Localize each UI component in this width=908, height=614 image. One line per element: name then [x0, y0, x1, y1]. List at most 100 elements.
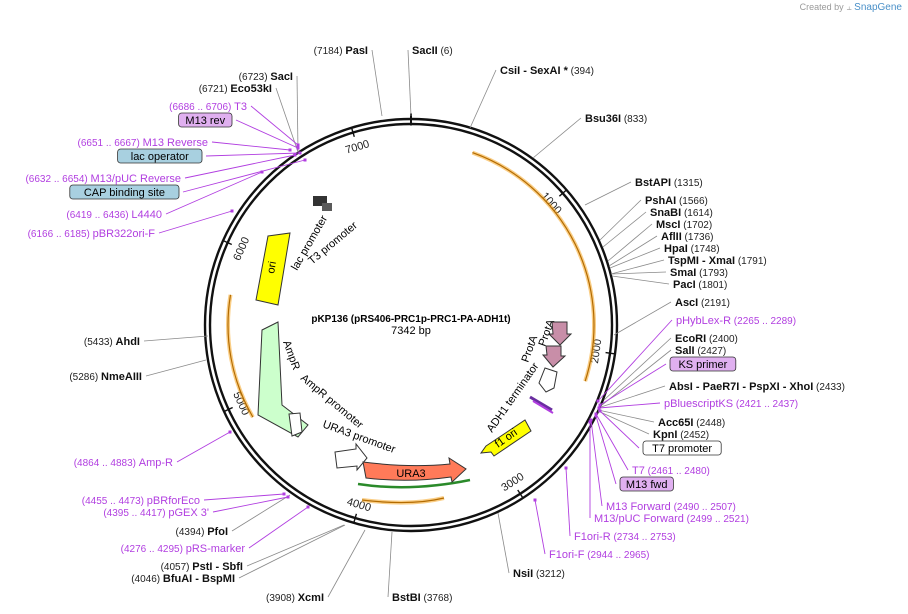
primer-mark [588, 420, 592, 424]
site-name: HpaI [664, 243, 688, 255]
site-position: (6721) [199, 84, 231, 95]
primer-leader [597, 319, 673, 402]
primer-m13-forward: M13 Forward (2490 .. 2507) [606, 501, 736, 513]
site-ahdi: (5433) AhdI [84, 336, 140, 348]
site-position: (6723) [239, 72, 271, 83]
primer-label: (6632 .. 6654) M13/pUC Reverse [25, 173, 181, 185]
site-leader [609, 247, 661, 269]
site-position: (5286) [69, 372, 101, 383]
site-label: CsiI - SexAI * (394) [500, 65, 594, 77]
site-leader [371, 49, 383, 117]
site-position: (2448) [693, 418, 725, 429]
site-nmeaiii: (5286) NmeAIII [69, 371, 142, 383]
orf-arc-line [472, 152, 595, 382]
site-psti: (4057) PstI - SbfI [161, 561, 243, 573]
site-label: (5433) AhdI [84, 336, 140, 348]
site-leader [246, 524, 345, 567]
primer-leader [176, 431, 231, 463]
primer-mark [303, 158, 307, 162]
primer-mark [306, 505, 310, 509]
primer-name: pHybLex-R [676, 315, 731, 327]
site-position: (2452) [677, 430, 709, 441]
site-position: (3908) [266, 593, 298, 604]
site-position: (1801) [696, 280, 728, 291]
primer-mark [589, 418, 593, 422]
primer-position: (6651 .. 6667) [78, 138, 143, 149]
prota-2-label: ProtA [520, 333, 541, 364]
site-name: TspMI [668, 255, 699, 267]
primer-f1ori-r: F1ori-R (2734 .. 2753) [574, 531, 676, 543]
site-leader [497, 512, 510, 574]
primer-position: (4276 .. 4295) [121, 544, 186, 555]
site-label: SalI (2427) [675, 345, 726, 357]
site-name-2: - XmaI [699, 255, 735, 267]
plasmid-length: 7342 bp [391, 325, 431, 337]
primer-mark [597, 406, 601, 410]
box-label: lac operator [131, 151, 189, 163]
primer-name: pBR322ori-F [93, 228, 156, 240]
primer-position: (6632 .. 6654) [25, 174, 90, 185]
primer-position: (2734 .. 2753) [611, 532, 676, 543]
primer-m13-fwd: M13 fwd [619, 476, 674, 492]
primer-pbluescriptks: pBluescriptKS (2421 .. 2437) [664, 398, 798, 410]
primer-label: (4276 .. 4295) pRS-marker [121, 543, 246, 555]
primer-leader [599, 410, 640, 449]
site-name: KpnI [653, 429, 677, 441]
primer-label: (6419 .. 6436) L4440 [66, 209, 162, 221]
primer-leader [203, 493, 285, 501]
site-label: SmaI (1793) [670, 267, 728, 279]
snapgene-logo-icon: ⫠ [846, 2, 852, 12]
primer-position: (2461 .. 2480) [645, 466, 710, 477]
site-leader [584, 181, 632, 206]
primer-name: pBRforEco [147, 495, 200, 507]
site-label: MscI (1702) [656, 219, 712, 231]
primer-label: (4395 .. 4417) pGEX 3' [103, 507, 209, 519]
orf-arc-ura3-line [361, 497, 445, 504]
site-sali: SalI (2427) [675, 345, 726, 357]
primer-name: pGEX 3' [168, 507, 209, 519]
site-leaders [143, 49, 673, 598]
primer-mark [296, 143, 300, 147]
mcs-marks [529, 395, 554, 414]
site-label: SacII (6) [412, 45, 453, 57]
primer-leader [595, 415, 617, 485]
primer-label: T7 (2461 .. 2480) [632, 465, 710, 477]
site-leader [607, 223, 653, 262]
primer-mark [298, 151, 302, 155]
tick-mark [558, 189, 567, 197]
primer-label: (4864 .. 4883) Amp-R [74, 457, 173, 469]
site-name: Eco53kI [230, 83, 272, 95]
site-name: NsiI [513, 568, 533, 580]
site-position: (1614) [681, 208, 713, 219]
primer-pbr322ori-f: (6166 .. 6185) pBR322ori-F [28, 228, 156, 240]
tick-mark [224, 406, 233, 412]
site-xcmi: (3908) XcmI [266, 592, 324, 604]
site-position: (2400) [706, 334, 738, 345]
primer-leader [250, 105, 299, 146]
site-label: BstAPI (1315) [635, 177, 703, 189]
orf-arcs [226, 150, 596, 505]
primer-leader [590, 419, 603, 507]
site-pasi: (7184) PasI [314, 45, 368, 57]
site-name: XcmI [298, 592, 324, 604]
primer-mark [594, 412, 598, 416]
primer-position: (2490 .. 2507) [671, 502, 736, 513]
site-label: EcoRI (2400) [675, 333, 738, 345]
primer-mark [598, 403, 602, 407]
site-position: (5433) [84, 337, 116, 348]
site-ecori: EcoRI (2400) [675, 333, 738, 345]
site-name: MscI [656, 219, 680, 231]
primer-pgex-3-: (4395 .. 4417) pGEX 3' [103, 507, 209, 519]
primer-name: Amp-R [139, 457, 173, 469]
feature-ori: ori [255, 232, 291, 306]
box-label: T7 promoter [652, 443, 712, 455]
primer-name: T3 [234, 101, 247, 113]
tick-label: 3000 [499, 471, 526, 494]
primer-name: F1ori-F [549, 549, 585, 561]
site-name-2: - PaeR7I - PspXI - XhoI [693, 381, 813, 393]
feature-prota-1: ProtA [537, 317, 573, 348]
primer-leader [598, 402, 661, 409]
site-position: (3768) [421, 593, 453, 604]
site-label: NsiI (3212) [513, 568, 565, 580]
site-position: (1566) [676, 196, 708, 207]
